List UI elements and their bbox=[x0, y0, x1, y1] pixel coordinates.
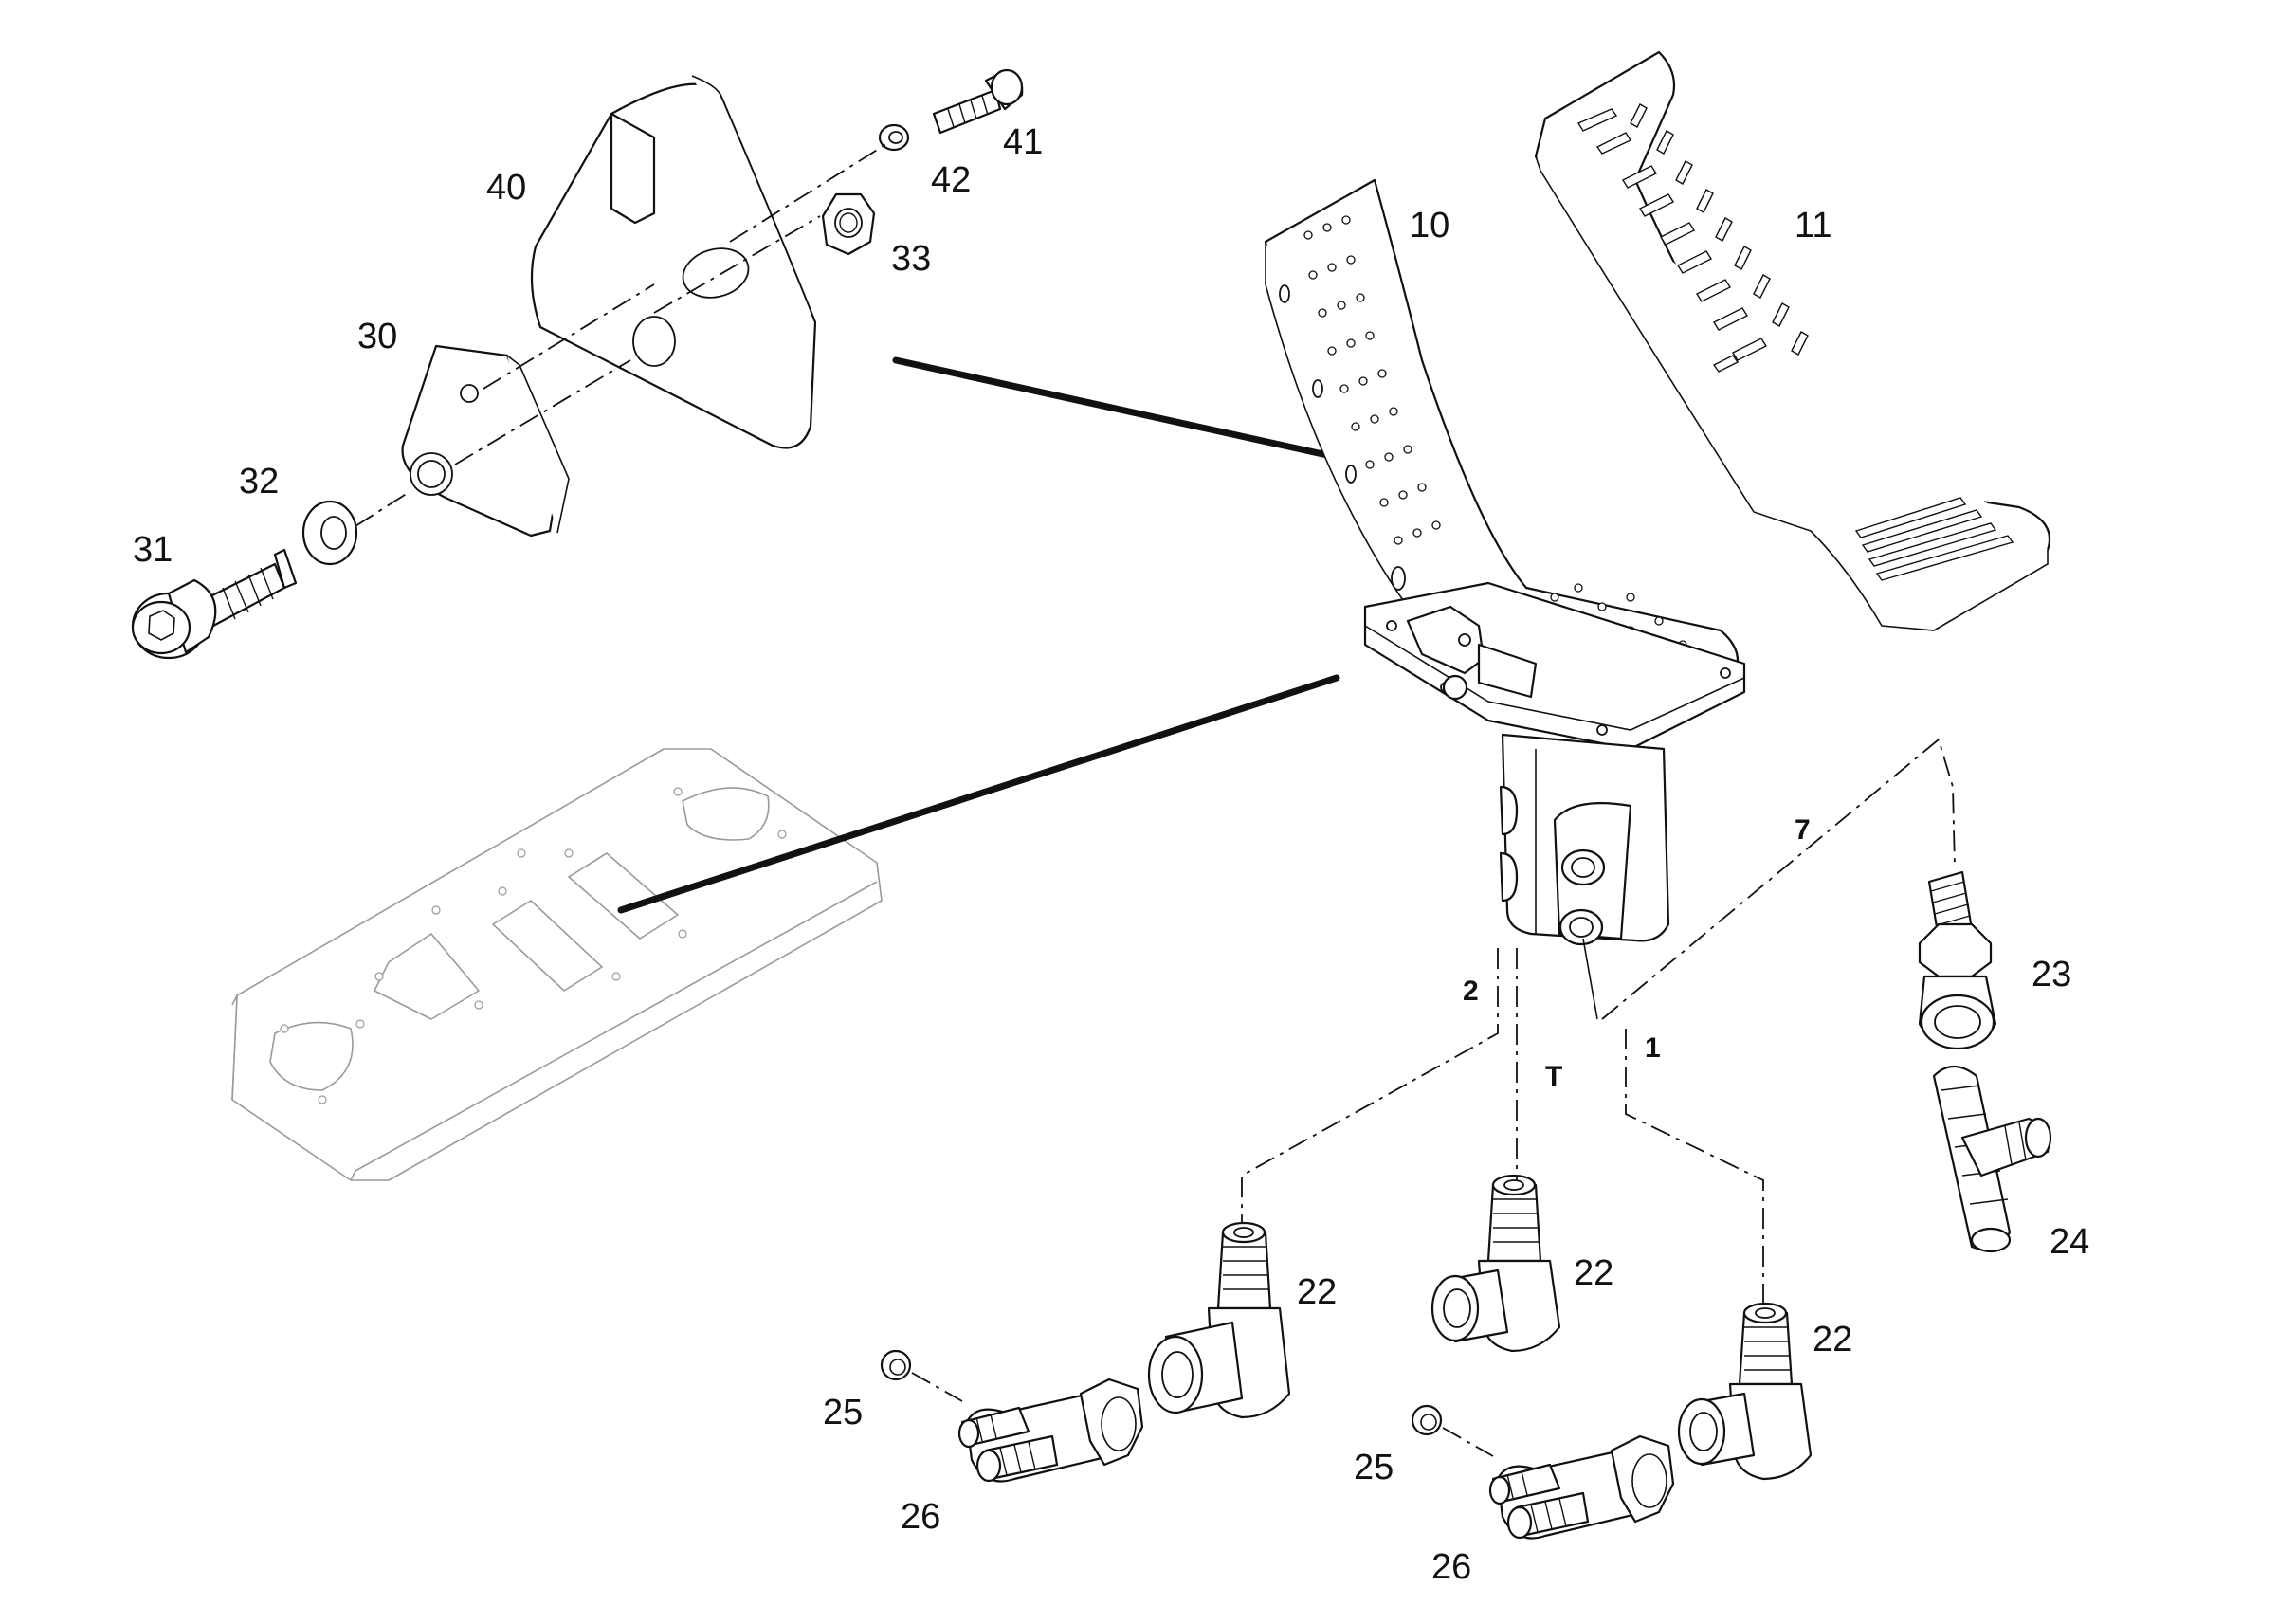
screw-41 bbox=[932, 68, 1024, 135]
callout-22-left: 22 bbox=[1297, 1272, 1337, 1312]
screw-31 bbox=[131, 548, 298, 660]
callout-31: 31 bbox=[133, 530, 173, 570]
leader-30-40a bbox=[483, 283, 655, 390]
pedal-pad-11 bbox=[1534, 50, 2051, 631]
floor-plate bbox=[231, 748, 883, 1181]
callout-26-left: 26 bbox=[901, 1497, 940, 1537]
leader-port-7 bbox=[1601, 738, 1956, 1020]
callout-10: 10 bbox=[1410, 206, 1449, 246]
bracket-30 bbox=[401, 344, 570, 538]
callout-11: 11 bbox=[1795, 206, 1831, 246]
callout-24: 24 bbox=[2050, 1222, 2089, 1262]
callout-30: 30 bbox=[357, 317, 397, 356]
callout-22-middle: 22 bbox=[1574, 1253, 1613, 1293]
callout-26-right: 26 bbox=[1431, 1547, 1471, 1587]
callout-25-right: 25 bbox=[1354, 1448, 1394, 1487]
callout-42: 42 bbox=[931, 160, 971, 200]
pedal-valve-body bbox=[1363, 581, 1746, 946]
tee-fitting-24 bbox=[1932, 1065, 2052, 1253]
pointer-line-lower bbox=[617, 674, 1340, 914]
leader-port-1-stub bbox=[1582, 938, 1598, 1020]
port-label-2: 2 bbox=[1463, 976, 1479, 1007]
tee-fitting-26-left bbox=[957, 1378, 1144, 1483]
cap-25-left bbox=[880, 1349, 912, 1381]
pointer-line-upper bbox=[892, 356, 1331, 459]
leader-32-30 bbox=[355, 492, 409, 527]
callout-41: 41 bbox=[1003, 122, 1043, 162]
plate-40 bbox=[530, 75, 817, 449]
callout-23: 23 bbox=[2032, 955, 2071, 994]
fitting-23 bbox=[1918, 870, 1997, 1050]
elbow-fitting-22-middle bbox=[1430, 1174, 1561, 1353]
cap-25-right bbox=[1411, 1404, 1443, 1436]
leader-25-26-right bbox=[1442, 1427, 1494, 1457]
leader-port-2 bbox=[1241, 948, 1499, 1223]
pedal-pad-11-slots bbox=[1576, 103, 2014, 581]
callout-22-right: 22 bbox=[1813, 1320, 1852, 1359]
washer-42 bbox=[878, 123, 910, 152]
nut-33 bbox=[821, 192, 876, 256]
leader-30-40b bbox=[454, 359, 631, 465]
port-label-1: 1 bbox=[1645, 1032, 1661, 1064]
callout-25-left: 25 bbox=[823, 1393, 863, 1432]
elbow-fitting-22-left bbox=[1147, 1221, 1291, 1419]
callout-32: 32 bbox=[239, 462, 279, 502]
port-label-T: T bbox=[1545, 1061, 1562, 1092]
callout-33: 33 bbox=[891, 239, 931, 279]
tee-fitting-26-right bbox=[1488, 1434, 1675, 1540]
leader-40-42 bbox=[729, 143, 887, 243]
leader-40-33 bbox=[653, 215, 821, 314]
leader-25-26-left bbox=[911, 1372, 963, 1402]
elbow-fitting-22-right bbox=[1677, 1302, 1813, 1481]
leader-port-1 bbox=[1625, 1029, 1764, 1304]
washer-32 bbox=[301, 500, 358, 566]
callout-40: 40 bbox=[486, 168, 526, 208]
port-label-7: 7 bbox=[1795, 814, 1811, 846]
